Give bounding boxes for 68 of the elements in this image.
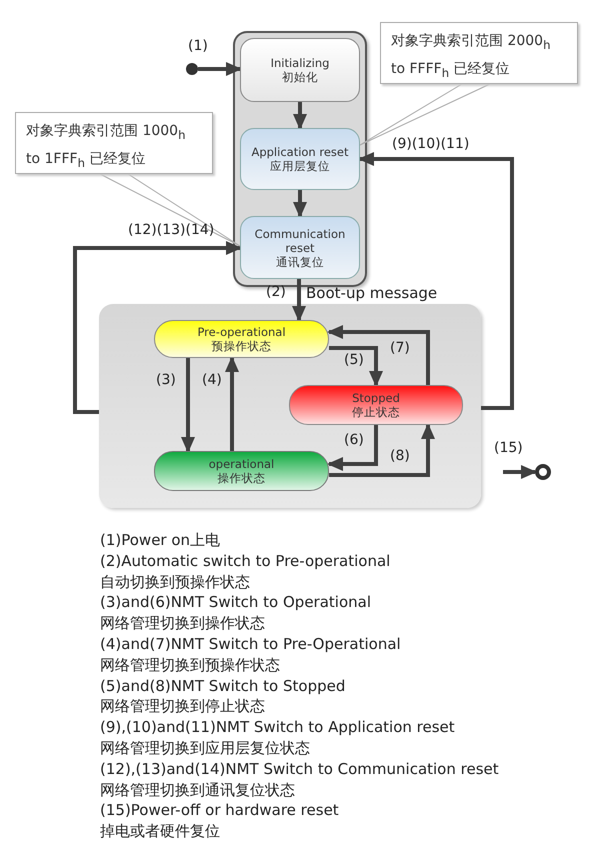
arrow — [73, 241, 242, 414]
callout-box — [380, 22, 578, 84]
state-label: 通讯复位 — [276, 254, 324, 268]
state-group-box — [233, 31, 367, 287]
edge-label: (4) — [202, 372, 222, 388]
arrow — [327, 425, 378, 471]
start-dot — [186, 63, 198, 75]
state-label: Stopped — [352, 391, 400, 405]
callout-text: 对象字典索引范围 2000$_{h}$ to FFFF$_{h}$ 已经复位 — [391, 32, 552, 82]
edge-label: (7) — [390, 340, 410, 356]
state-label: operational — [208, 457, 274, 471]
end-ring — [535, 464, 551, 480]
state-box — [240, 216, 360, 279]
state-box — [240, 38, 360, 102]
state-box — [154, 320, 329, 358]
legend-note: 自动切换到预操作状态 — [100, 572, 250, 592]
state-box — [154, 451, 329, 491]
edge-label: (15) — [494, 440, 523, 456]
legend-note: 网络管理切换到预操作状态 — [100, 656, 280, 675]
edge-label: (12)(13)(14) — [128, 222, 214, 238]
callout-pointer — [100, 174, 240, 246]
legend-note: (4)and(7)NMT Switch to Pre-Operational — [100, 635, 401, 653]
legend-note: (15)Power-off or hardware reset — [100, 801, 339, 820]
arrow — [225, 356, 239, 451]
edge-label: (5) — [344, 352, 364, 368]
state-group-box — [99, 304, 481, 508]
legend-note: (3)and(6)NMT Switch to Operational — [100, 593, 372, 612]
callout-text: 对象字典索引范围 1000$_{h}$ to 1FFF$_{h}$ 已经复位 — [26, 122, 186, 172]
state-label: 预操作状态 — [212, 339, 272, 353]
edge-label: (8) — [390, 448, 410, 464]
state-label: 初始化 — [282, 70, 318, 84]
state-label: Initializing — [270, 56, 330, 70]
arrow — [329, 346, 383, 387]
state-label: Communication reset — [254, 226, 346, 254]
state-box — [240, 128, 360, 190]
legend-note: (1)Power on上电 — [100, 531, 220, 550]
legend-note: 网络管理切换到应用层复位状态 — [100, 739, 310, 758]
legend-note: 网络管理切换到停止状态 — [100, 697, 265, 716]
state-label: 应用层复位 — [270, 159, 330, 173]
arrow — [293, 190, 307, 218]
state-label: 操作状态 — [218, 471, 266, 485]
edge-label: (9)(10)(11) — [392, 136, 470, 152]
callout-pointer — [360, 84, 490, 146]
legend-note: 网络管理切换到通讯复位状态 — [100, 780, 295, 800]
edge-label: (6) — [344, 432, 364, 448]
arrow — [198, 62, 242, 76]
state-label: 停止状态 — [352, 405, 400, 419]
legend-note: (2)Automatic switch to Pre-operational — [100, 552, 390, 570]
state-label: Application reset — [251, 145, 349, 159]
state-label: Pre-operational — [197, 325, 286, 339]
arrow — [327, 325, 430, 385]
arrow — [503, 465, 537, 479]
legend-note: (9),(10)and(11)NMT Switch to Application reset — [100, 718, 455, 736]
arrow — [358, 152, 514, 410]
arrow — [293, 102, 307, 130]
legend-note: (5)and(8)NMT Switch to Stopped — [100, 676, 346, 695]
arrow — [329, 423, 435, 477]
arrow — [181, 358, 195, 453]
legend-note: 网络管理切换到操作状态 — [100, 614, 265, 634]
state-box — [289, 385, 463, 425]
arrow — [292, 279, 306, 322]
edge-label: (3) — [156, 372, 176, 388]
legend-note: 掉电或者硬件复位 — [100, 822, 220, 842]
message-label: Boot-up message — [306, 284, 438, 302]
edge-label: (1) — [188, 38, 208, 54]
edge-label: (2) — [266, 284, 286, 300]
callout-box — [15, 112, 213, 174]
legend-note: (12),(13)and(14)NMT Switch to Communication reset — [100, 760, 499, 778]
